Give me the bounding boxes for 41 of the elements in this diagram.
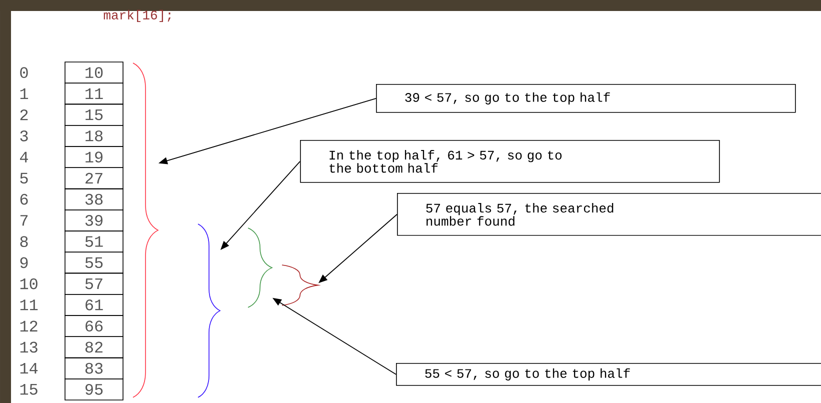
code-text: mark[16]; xyxy=(104,10,171,22)
table-cell: 19 xyxy=(64,146,124,168)
table-cell: 15 xyxy=(64,104,124,126)
curly-brace xyxy=(248,228,272,308)
index-label: 6 xyxy=(20,194,28,205)
index-label: 14 xyxy=(20,363,38,374)
curly-brace xyxy=(132,62,158,398)
index-label: 8 xyxy=(20,236,28,248)
index-label: 4 xyxy=(20,152,28,162)
index-label: 15 xyxy=(20,384,38,395)
text-box: 55 < 57, so go to the top half xyxy=(396,363,821,386)
index-label: 1 xyxy=(20,88,28,99)
table-cell: 27 xyxy=(64,167,124,190)
table-cell: 51 xyxy=(64,230,124,252)
index-label: 2 xyxy=(20,109,28,120)
table-cell: 18 xyxy=(64,125,124,147)
index-label: 11 xyxy=(20,300,38,310)
table-cell: 82 xyxy=(64,336,124,358)
index-label: 7 xyxy=(20,215,28,226)
curly-brace xyxy=(282,264,318,306)
index-label: 12 xyxy=(20,320,38,332)
index-label: 3 xyxy=(20,130,28,142)
table-cell: 10 xyxy=(64,62,124,84)
table-cell: 55 xyxy=(64,252,124,274)
table-cell: 66 xyxy=(64,315,124,337)
index-label: 5 xyxy=(20,172,28,184)
text-box: 39 < 57, so go to the top half xyxy=(376,84,796,113)
index-label: 10 xyxy=(20,278,38,290)
table-cell: 83 xyxy=(64,357,124,380)
table-cell: 39 xyxy=(64,209,124,232)
index-label: 0 xyxy=(20,67,28,78)
text-box: In the top half, 61 > 57, so go to the bottom half xyxy=(300,140,720,183)
table-cell: 95 xyxy=(64,378,124,400)
curly-brace xyxy=(198,224,220,398)
table-cell: 11 xyxy=(64,82,124,105)
index-label: 13 xyxy=(20,342,38,353)
text-box: 57 equals 57, the searched number found xyxy=(397,193,821,236)
table-cell: 61 xyxy=(64,294,124,316)
index-label: 9 xyxy=(20,257,28,268)
table-cell: 57 xyxy=(64,272,124,295)
table-cell: 38 xyxy=(64,188,124,210)
